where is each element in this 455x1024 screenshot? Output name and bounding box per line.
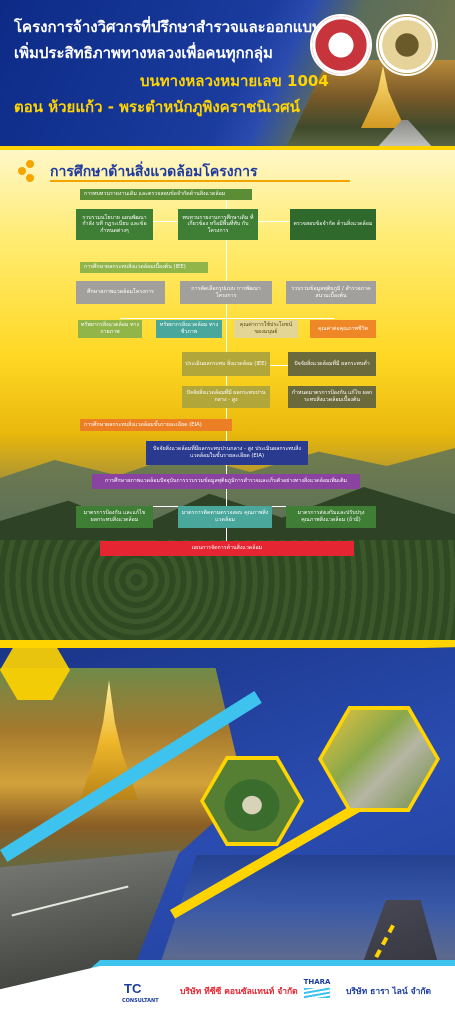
stage1-constraints-box: ตรวจสอบข้อจำกัด ด้านสิ่งแวดล้อม: [290, 209, 376, 240]
company-2-name: บริษัท ธารา ไลน์ จำกัด: [346, 987, 432, 997]
tcc-logo: TC: [124, 978, 158, 998]
stage1-header: การทบทวนรายงานเดิม และตรวจสอบข้อจำกัดด้า…: [80, 189, 252, 200]
final-enhancement-box: มาตรการส่งเสริมและปรับปรุง คุณภาพสิ่งแวด…: [286, 506, 376, 528]
section-underline: [50, 180, 350, 182]
hairpin-road-photo: [204, 760, 300, 842]
iee-right-line: [226, 365, 336, 366]
hexagon-outline-icon: [0, 640, 70, 700]
forest-texture: [0, 540, 455, 640]
header-banner: โครงการจ้างวิศวกรที่ปรึกษาสำรวจและออกแบบ…: [0, 0, 455, 150]
title-line-4: ตอน ห้วยแก้ว - พระตำหนักภูพิงคราชนิเวศน์: [14, 98, 300, 116]
resource-quality-of-life-box: คุณค่าต่อคุณภาพชีวิต: [310, 320, 376, 338]
stage1-review-box: ทบทวนรายงานการศึกษาเดิม ที่เกี่ยวข้อง หร…: [178, 209, 258, 240]
thara-logo-mark: THARA: [303, 978, 331, 986]
tcc-logo-sub: CONSULTANT: [122, 998, 159, 1004]
title-line-3: บนทางหลวงหมายเลข 1004: [140, 72, 329, 90]
company-1-name: บริษัท ทีซีซี คอนซัลแทนท์ จำกัด: [180, 987, 298, 997]
title-line-2: เพิ่มประสิทธิภาพทางหลวงเพื่อคนทุกกลุ่ม: [14, 44, 273, 62]
stage2-survey-box: รวบรวมข้อมูลทุติยภูมิ / สำรวจภาคสนามเบื้…: [286, 281, 376, 304]
iee-assessment-box: ประเมินผลกระทบ สิ่งแวดล้อม (IEE): [182, 352, 270, 376]
low-impact-box: ปัจจัยสิ่งแวดล้อมที่มี ผลกระทบต่ำ: [288, 352, 376, 376]
tcc-logo-mark: TC: [124, 981, 142, 996]
ministry-seal-icon: [376, 14, 438, 76]
eia-assessment-box: ปัจจัยสิ่งแวดล้อมที่มีผลกระทบปานกลาง - ส…: [146, 441, 308, 465]
environmental-management-plan-bar: แผนการจัดการด้านสิ่งแวดล้อม: [100, 541, 354, 556]
stage2-alternative-box: การคัดเลือกรูปแบบ การพัฒนาโครงการ: [180, 281, 272, 304]
medium-high-factors-box: ปัจจัยสิ่งแวดล้อมที่มี ผลกระทบปานกลาง - …: [182, 386, 270, 408]
stage2-header: การศึกษาผลกระทบสิ่งแวดล้อมเบื้องต้น (IEE…: [80, 262, 208, 273]
iee-mitigation-box: กำหนดมาตรการป้องกัน แก้ไข ผลกระทบสิ่งแวด…: [288, 386, 376, 408]
final-mitigation-box: มาตรการป้องกัน และแก้ไข ผลกระทบสิ่งแวดล้…: [76, 506, 153, 528]
stage3-header: การศึกษาผลกระทบสิ่งแวดล้อมขั้นรายละเอียด…: [80, 419, 232, 431]
eia-data-collection-bar: การศึกษาสภาพแวดล้อมปัจจุบันการรวบรวมข้อม…: [92, 474, 360, 489]
title-line-1: โครงการจ้างวิศวกรที่ปรึกษาสำรวจและออกแบบ: [14, 18, 322, 36]
resource-physical-box: ทรัพยากรสิ่งแวดล้อม ทางกายภาพ: [78, 320, 142, 338]
header-divider: [0, 146, 455, 150]
section-title: การศึกษาด้านสิ่งแวดล้อมโครงการ: [50, 164, 258, 180]
dots-icon: [18, 160, 40, 182]
resource-biological-box: ทรัพยากรสิ่งแวดล้อม ทางชีวภาพ: [156, 320, 222, 338]
wave-icon: [304, 988, 330, 998]
thara-logo: THARA: [300, 978, 334, 1006]
resource-branch-line: [120, 318, 334, 319]
stage1-policy-box: รวบรวมนโยบาย แผนพัฒนา กำลัง บที กฎระเบีย…: [76, 209, 153, 240]
stage2-study-box: ศึกษาสภาพแวดล้อมโครงการ: [76, 281, 165, 304]
resource-human-use-box: คุณค่าการใช้ประโยชน์ ของมนุษย์: [234, 320, 298, 338]
footer-accent: [91, 960, 455, 968]
doh-seal-icon: [310, 14, 372, 76]
final-monitoring-box: มาตรการติดตามตรวจสอบ คุณภาพสิ่งแวดล้อม: [178, 506, 272, 528]
footer-bar: [0, 966, 455, 1024]
